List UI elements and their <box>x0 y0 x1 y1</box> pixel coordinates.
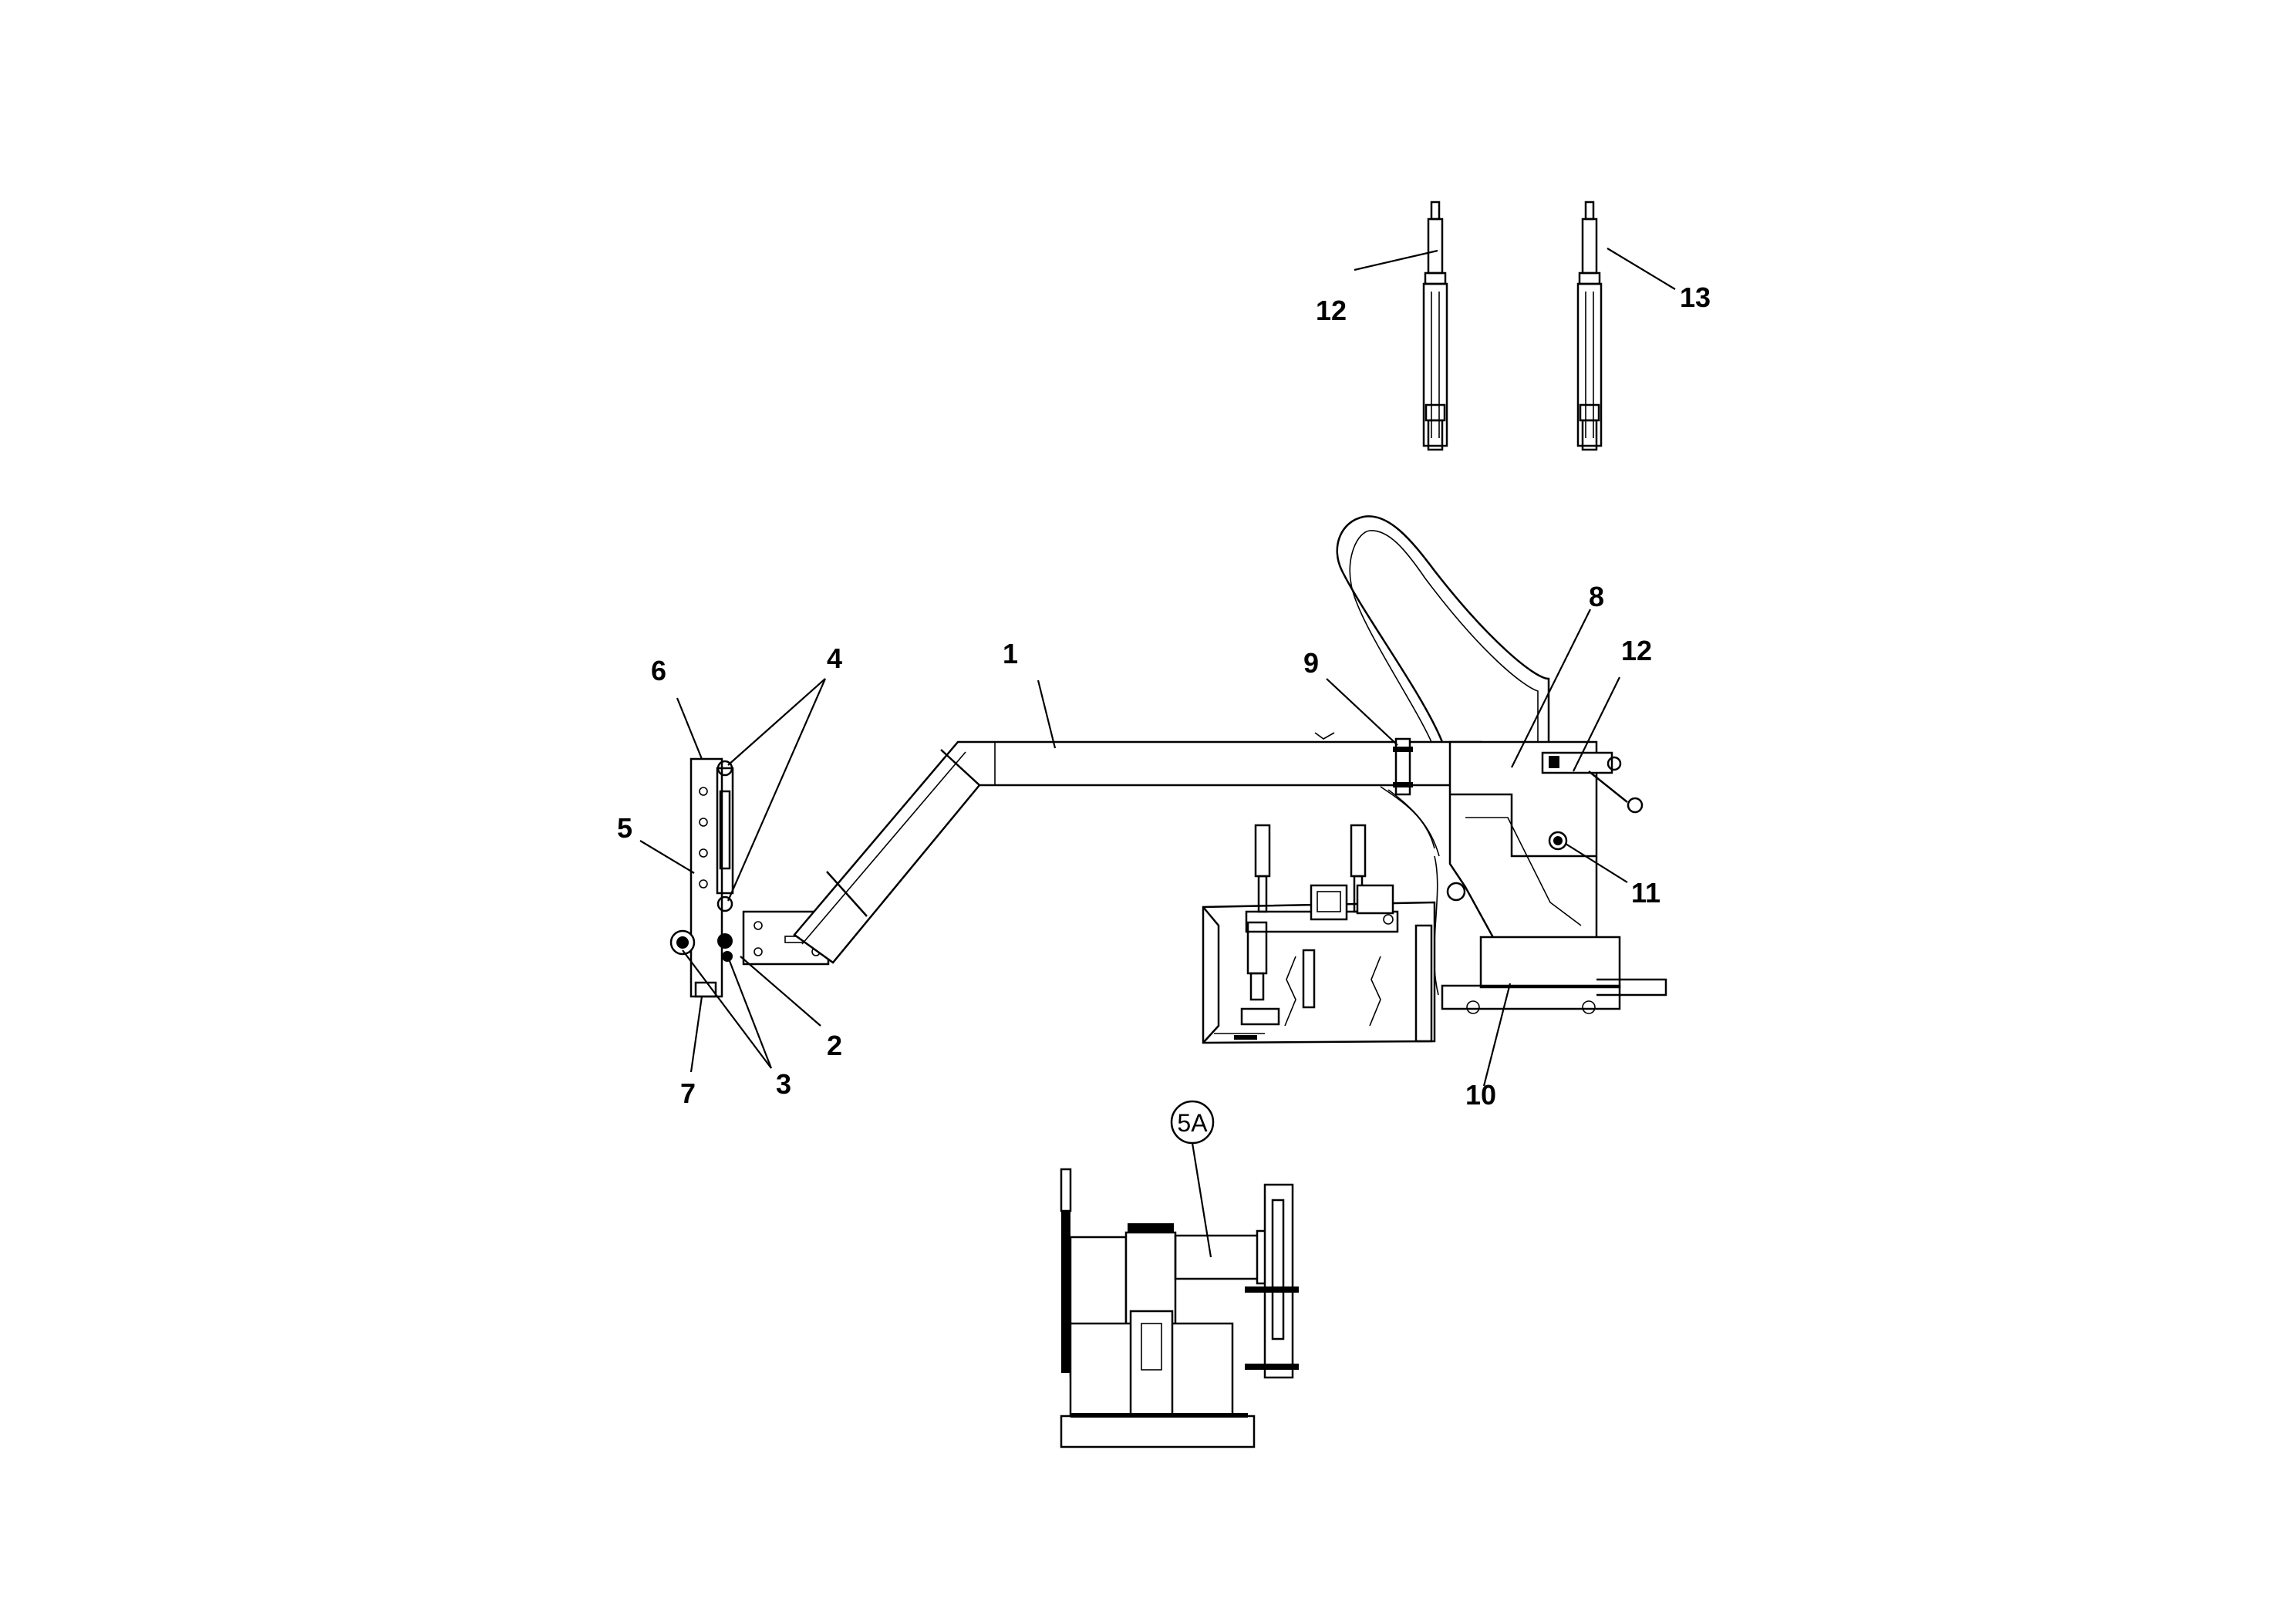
callout-8: 8 <box>1589 581 1604 612</box>
detail-rod-13 <box>1576 201 1603 451</box>
boom-clamp <box>1393 737 1413 796</box>
callout-5: 5 <box>617 812 632 844</box>
callout-2: 2 <box>827 1030 842 1061</box>
callout-1: 1 <box>1003 638 1018 669</box>
end-bracket <box>669 757 734 998</box>
leader-lines <box>639 248 1676 1258</box>
lever-linkage <box>1541 751 1644 814</box>
callout-4: 4 <box>827 642 842 674</box>
callout-12-main: 12 <box>1621 635 1652 666</box>
callout-7: 7 <box>680 1077 696 1109</box>
callout-13: 13 <box>1680 282 1711 313</box>
callout-5a: 5A <box>1177 1109 1208 1137</box>
callout-11: 11 <box>1631 877 1660 909</box>
main-housing <box>1441 740 1667 1014</box>
detail-rod-12 <box>1422 201 1448 451</box>
callout-12-top: 12 <box>1316 295 1347 326</box>
callout-6: 6 <box>651 655 666 686</box>
callout-labels: 12 13 1 4 6 9 8 12 5 11 2 3 7 10 5A <box>617 282 1711 1137</box>
handle-rail <box>1336 515 1550 743</box>
callout-10: 10 <box>1465 1079 1496 1111</box>
lower-frame <box>1202 824 1436 1044</box>
callout-3: 3 <box>776 1068 791 1100</box>
detail-5a <box>1060 1168 1299 1448</box>
callout-9: 9 <box>1303 647 1319 679</box>
